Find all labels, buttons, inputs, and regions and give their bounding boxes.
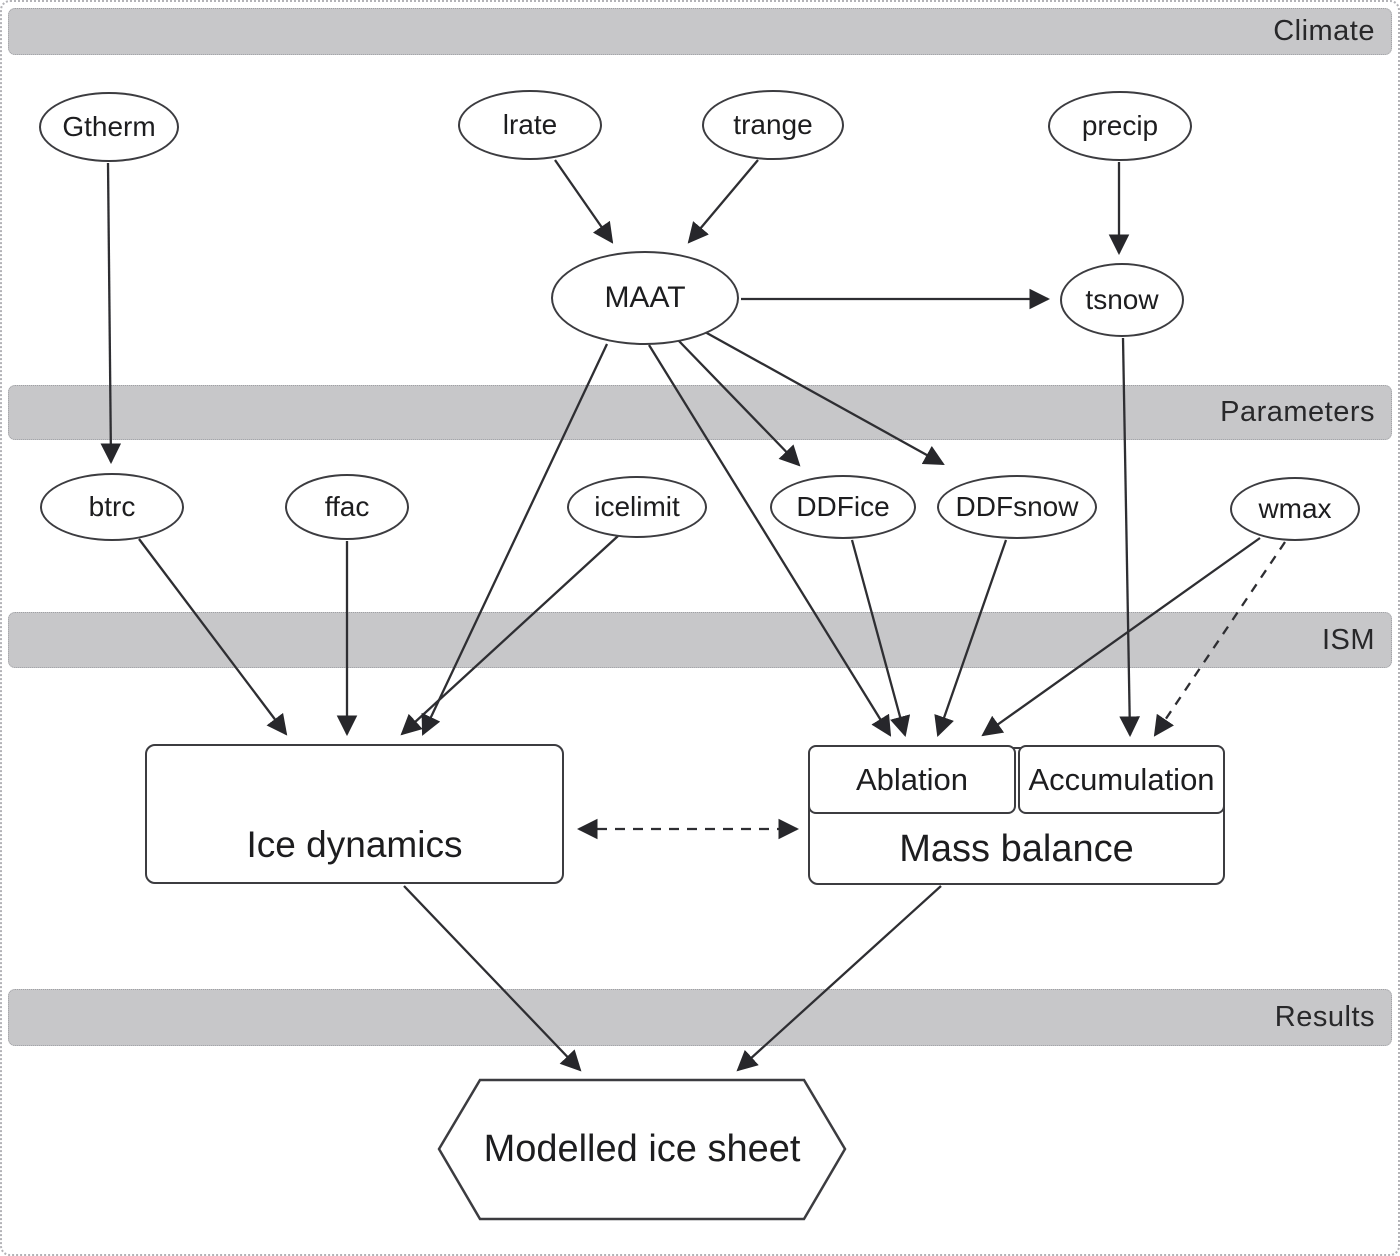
node-trange-label: trange bbox=[733, 109, 813, 140]
node-modelled-ice-sheet: Modelled ice sheet bbox=[439, 1080, 845, 1219]
node-ffac: ffac bbox=[285, 474, 409, 540]
band-results-label: Results bbox=[1274, 1001, 1375, 1033]
edge-gtherm-btrc bbox=[100, 162, 122, 465]
node-tsnow-label: tsnow bbox=[1085, 284, 1159, 315]
node-ablation: Ablation bbox=[808, 745, 1016, 814]
band-ism: ISM bbox=[8, 612, 1392, 668]
modelled-ice-sheet-hexagon bbox=[437, 1078, 847, 1221]
edge-lrate-maat bbox=[554, 159, 614, 244]
node-ffac-label: ffac bbox=[324, 491, 370, 522]
node-accumulation: Accumulation bbox=[1018, 745, 1225, 814]
edge-icelimit-icedynamics bbox=[400, 535, 619, 736]
node-lrate: lrate bbox=[458, 90, 602, 160]
node-gtherm-label: Gtherm bbox=[62, 111, 156, 142]
node-lrate-label: lrate bbox=[502, 109, 558, 140]
edge-maat-ddfice bbox=[677, 339, 801, 467]
node-ddfsnow-label: DDFsnow bbox=[955, 491, 1079, 522]
node-ddfsnow: DDFsnow bbox=[937, 475, 1097, 539]
band-parameters-label: Parameters bbox=[1220, 396, 1375, 428]
edge-maat-ddfsnow bbox=[704, 330, 945, 466]
node-modelled-ice-sheet-label: Modelled ice sheet bbox=[483, 1128, 801, 1170]
node-ice-dynamics-label: Ice dynamics bbox=[246, 824, 463, 865]
band-results: Results bbox=[8, 989, 1392, 1046]
edge-wmax-accumulation bbox=[1153, 541, 1286, 737]
node-wmax: wmax bbox=[1230, 477, 1360, 541]
node-wmax-label: wmax bbox=[1258, 493, 1332, 524]
node-mass-balance-label: Mass balance bbox=[899, 828, 1134, 870]
edge-ddfsnow-ablation bbox=[934, 539, 1008, 737]
edge-ddfice-ablation bbox=[850, 539, 911, 737]
node-tsnow: tsnow bbox=[1060, 263, 1184, 337]
node-btrc: btrc bbox=[40, 473, 184, 541]
edge-wmax-ablation bbox=[981, 537, 1261, 737]
node-ddfice: DDFice bbox=[770, 475, 916, 539]
node-accumulation-label: Accumulation bbox=[1028, 761, 1215, 797]
band-climate: Climate bbox=[8, 8, 1392, 55]
edge-tsnow-accumulation bbox=[1119, 337, 1141, 738]
node-icelimit: icelimit bbox=[567, 476, 707, 538]
edge-icedynamics-modelledicesheet bbox=[403, 885, 582, 1072]
node-icelimit-label: icelimit bbox=[594, 491, 680, 522]
node-maat: MAAT bbox=[551, 251, 739, 345]
edge-btrc-icedynamics bbox=[138, 538, 288, 736]
node-trange: trange bbox=[702, 90, 844, 160]
node-maat-label: MAAT bbox=[604, 281, 686, 314]
node-gtherm: Gtherm bbox=[39, 92, 179, 162]
edge-maat-ablation bbox=[648, 344, 892, 737]
edge-massbalance-modelledicesheet bbox=[736, 885, 942, 1072]
node-ablation-label: Ablation bbox=[855, 761, 969, 797]
band-climate-label: Climate bbox=[1273, 15, 1375, 47]
node-ice-dynamics: Ice dynamics bbox=[145, 744, 564, 884]
node-precip-label: precip bbox=[1081, 110, 1159, 141]
edge-trange-maat bbox=[687, 159, 759, 244]
node-ddfice-label: DDFice bbox=[796, 491, 890, 522]
node-precip: precip bbox=[1048, 91, 1192, 161]
band-parameters: Parameters bbox=[8, 385, 1392, 440]
node-btrc-label: btrc bbox=[88, 491, 136, 522]
edge-maat-icedynamics bbox=[421, 343, 609, 736]
band-ism-label: ISM bbox=[1321, 623, 1375, 656]
